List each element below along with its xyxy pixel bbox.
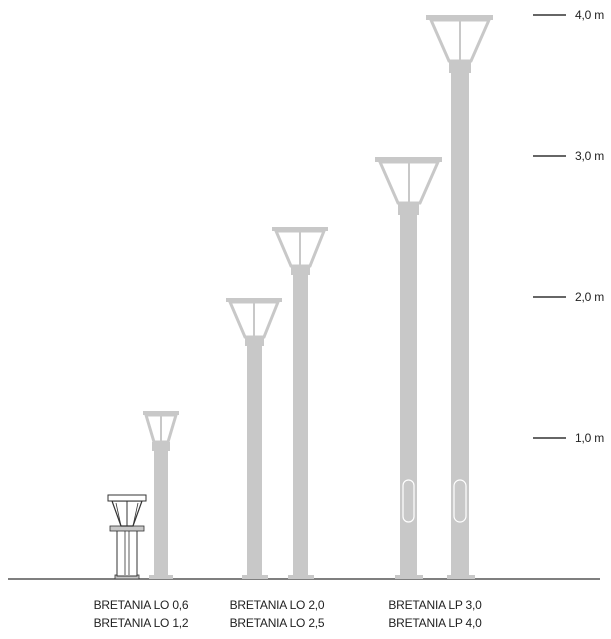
luminaire-bretania-lo-2-0 [226, 298, 282, 579]
height-scale: 1,0 m 2,0 m 3,0 m 4,0 m [533, 8, 604, 445]
model-label-group-2-line-2: BRETANIA LO 2,5 [230, 616, 325, 630]
luminaire-bretania-lo-0-6 [107, 494, 147, 580]
model-label-group-1-line-1: BRETANIA LO 0,6 [94, 598, 189, 612]
model-label-group-1-line-2: BRETANIA LO 1,2 [94, 616, 189, 630]
model-label-group-3-line-1: BRETANIA LP 3,0 [388, 598, 482, 612]
scale-label-1: 1,0 m [575, 431, 604, 445]
scale-label-3: 3,0 m [575, 149, 604, 163]
luminaire-bretania-lp-4-0 [426, 15, 493, 579]
model-label-group-3-line-2: BRETANIA LP 4,0 [388, 616, 482, 630]
luminaire-bretania-lp-3-0 [375, 157, 442, 579]
scale-label-2: 2,0 m [575, 290, 604, 304]
luminaire-bretania-lo-2-5 [272, 227, 328, 579]
luminaire-bretania-lo-1-2 [143, 411, 179, 579]
scale-label-4: 4,0 m [575, 8, 604, 22]
model-label-group-2-line-1: BRETANIA LO 2,0 [230, 598, 325, 612]
